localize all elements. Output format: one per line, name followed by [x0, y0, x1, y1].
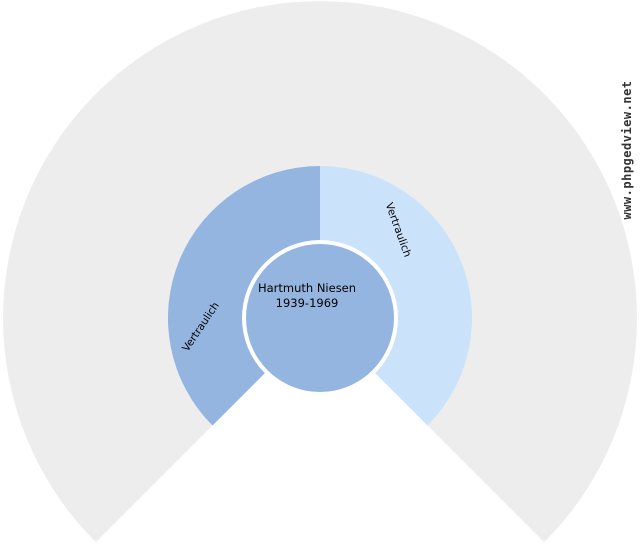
center-person-circle[interactable]	[246, 244, 394, 392]
mother-sector[interactable]	[320, 166, 473, 426]
center-person-lifespan: 1939-1969	[275, 296, 339, 310]
center-person-name: Hartmuth Niesen	[257, 281, 357, 295]
phpgedview-watermark: www.phpgedview.net	[620, 80, 634, 220]
father-sector[interactable]	[167, 166, 320, 426]
center-person-label: Hartmuth Niesen 1939-1969	[258, 281, 356, 311]
